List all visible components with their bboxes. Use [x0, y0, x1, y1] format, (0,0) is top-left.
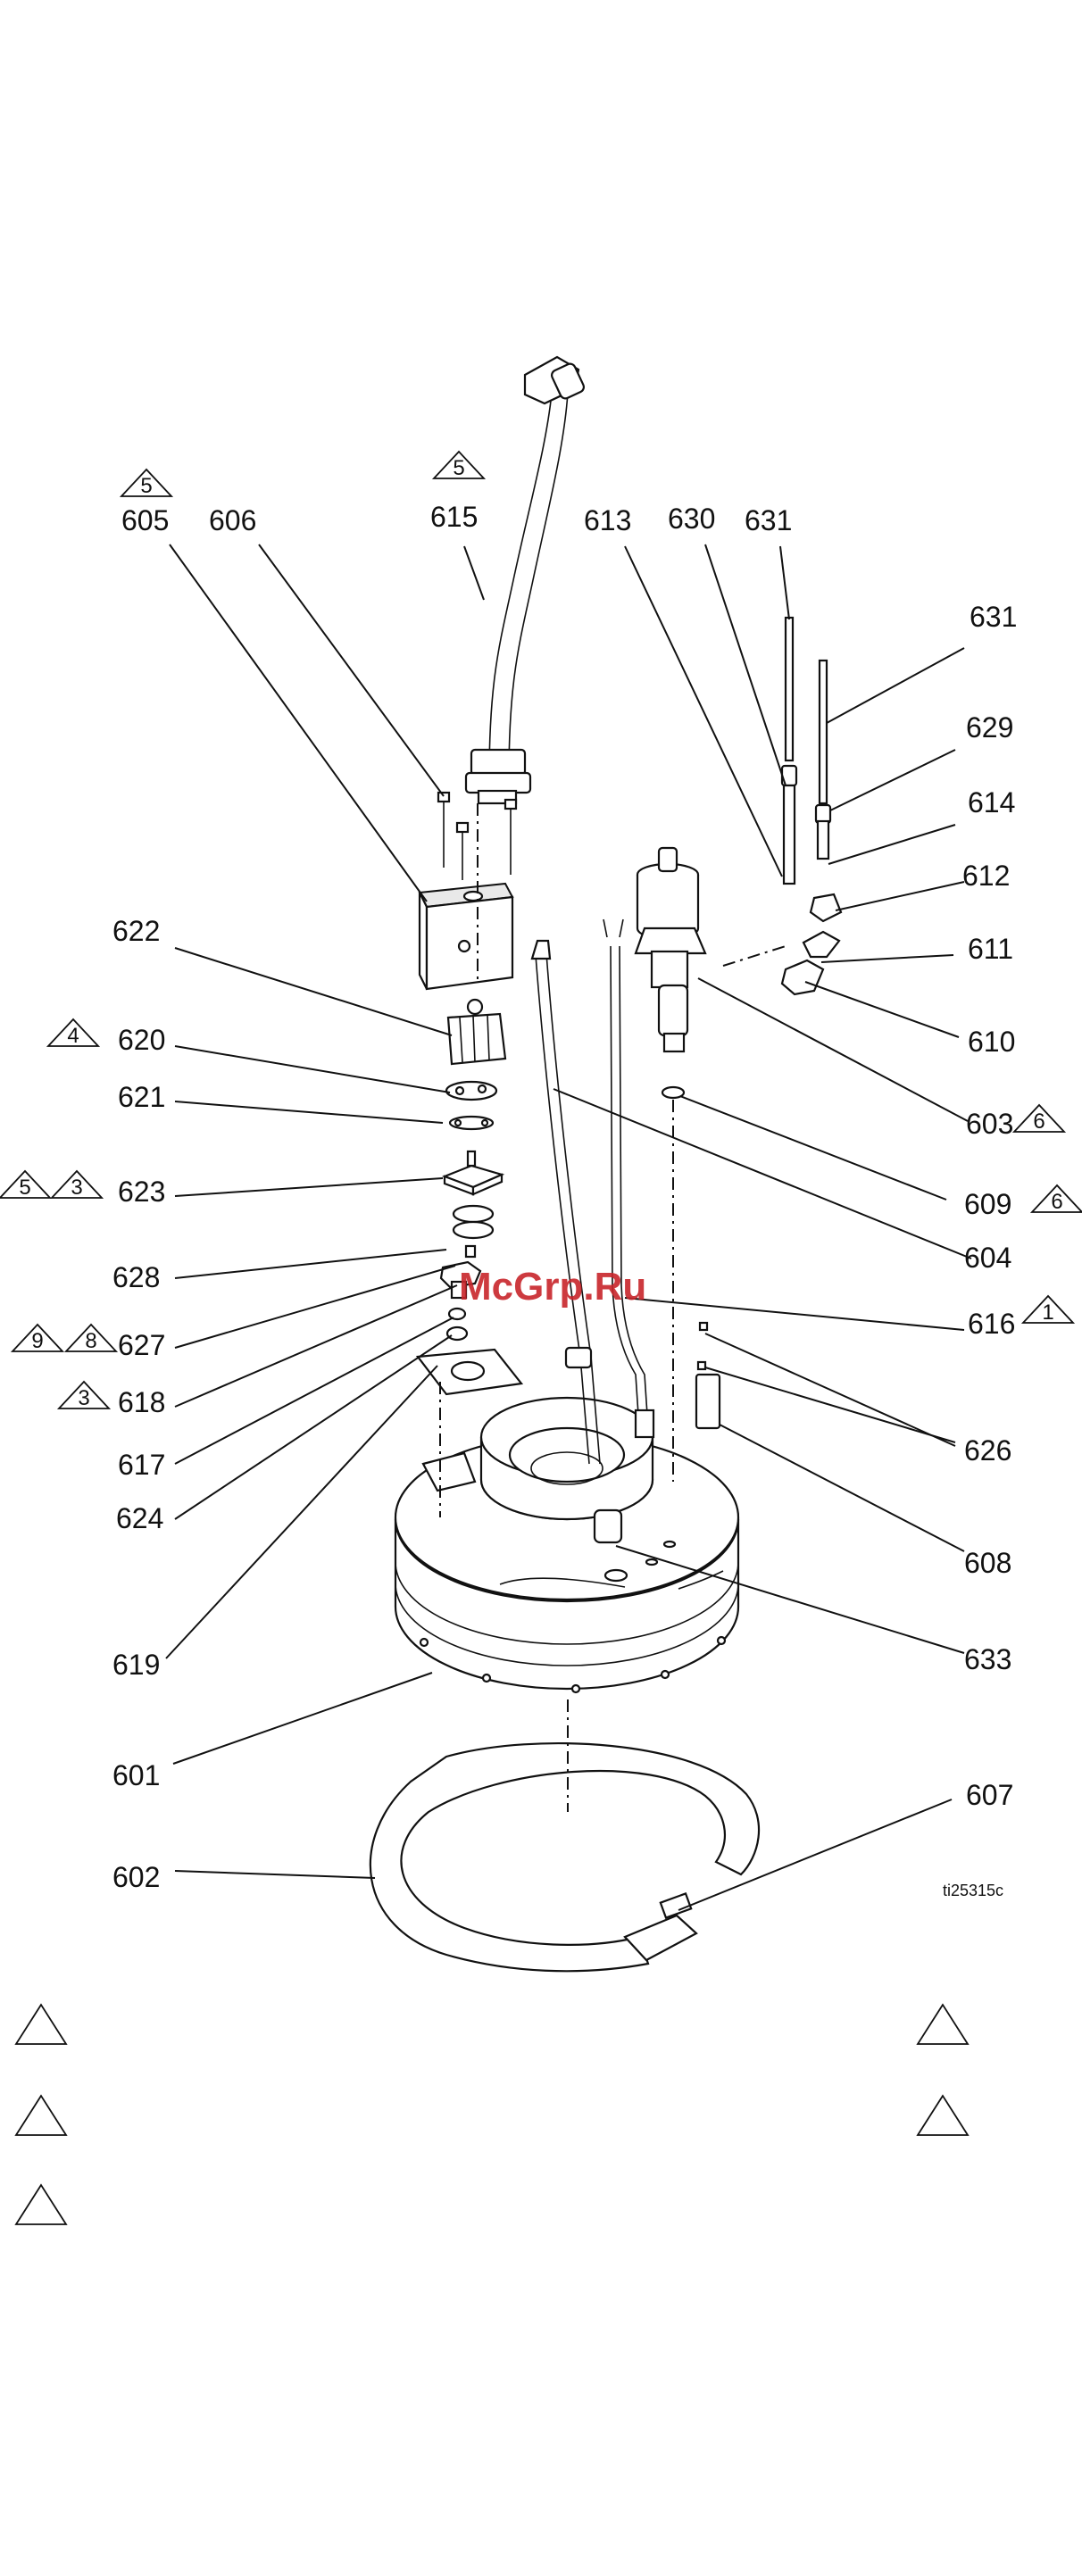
fittings-610-612	[782, 894, 841, 994]
label-630: 630	[668, 503, 715, 535]
tubes-630-631	[782, 618, 830, 884]
watermark: McGrp.Ru	[459, 1265, 646, 1309]
label-622: 622	[112, 915, 160, 947]
label-627: 627	[118, 1329, 165, 1361]
note-627a: 9	[31, 1329, 43, 1353]
note-627b: 8	[85, 1329, 96, 1353]
note-triangle-icon	[16, 2185, 66, 2224]
label-615: 615	[430, 501, 478, 533]
label-626: 626	[964, 1434, 1011, 1467]
note-triangle-icon	[918, 2096, 968, 2135]
valve-603	[636, 848, 705, 1051]
ring-602	[370, 1743, 759, 1971]
label-608: 608	[964, 1547, 1011, 1579]
label-631-right: 631	[970, 601, 1017, 633]
body-601	[395, 1398, 738, 1692]
impeller-622	[448, 1000, 505, 1064]
label-616: 616	[968, 1308, 1015, 1340]
block-605	[420, 884, 512, 989]
note-triangle-icon	[16, 2005, 66, 2044]
label-612: 612	[962, 860, 1010, 892]
label-623: 623	[118, 1176, 165, 1208]
note-623b: 3	[71, 1176, 82, 1200]
label-617: 617	[118, 1449, 165, 1481]
parts-608-609-626	[662, 1087, 720, 1428]
label-620: 620	[118, 1024, 165, 1056]
note-603: 6	[1033, 1109, 1045, 1134]
label-606: 606	[209, 504, 256, 536]
label-614: 614	[968, 786, 1015, 819]
label-610: 610	[968, 1026, 1015, 1058]
label-618: 618	[118, 1386, 165, 1418]
hose-615	[466, 357, 586, 803]
label-633: 633	[964, 1643, 1011, 1675]
label-613: 613	[584, 504, 631, 536]
figure-id: ti25315c	[943, 1882, 1003, 1899]
label-605: 605	[121, 504, 169, 536]
label-603: 603	[966, 1108, 1013, 1140]
label-619: 619	[112, 1649, 160, 1681]
label-624: 624	[116, 1502, 163, 1534]
label-607: 607	[966, 1779, 1013, 1811]
label-629: 629	[966, 711, 1013, 744]
note-615: 5	[453, 456, 464, 480]
seals-620-621	[446, 1082, 496, 1129]
note-triangle-icon	[16, 2096, 66, 2135]
sensor-616	[603, 919, 653, 1437]
label-602: 602	[112, 1861, 160, 1893]
plate-623	[445, 1151, 502, 1238]
note-618: 3	[78, 1386, 89, 1410]
note-triangle-icon	[918, 2005, 968, 2044]
label-621: 621	[118, 1081, 165, 1113]
note-623a: 5	[19, 1176, 30, 1200]
note-616: 1	[1042, 1300, 1053, 1325]
label-631-top: 631	[745, 504, 792, 536]
note-605: 5	[140, 474, 152, 498]
label-611: 611	[968, 933, 1013, 965]
label-604: 604	[964, 1242, 1011, 1274]
label-601: 601	[112, 1759, 160, 1791]
label-609: 609	[964, 1188, 1011, 1220]
label-628: 628	[112, 1261, 160, 1293]
note-620: 4	[67, 1024, 79, 1048]
note-609: 6	[1051, 1190, 1062, 1214]
